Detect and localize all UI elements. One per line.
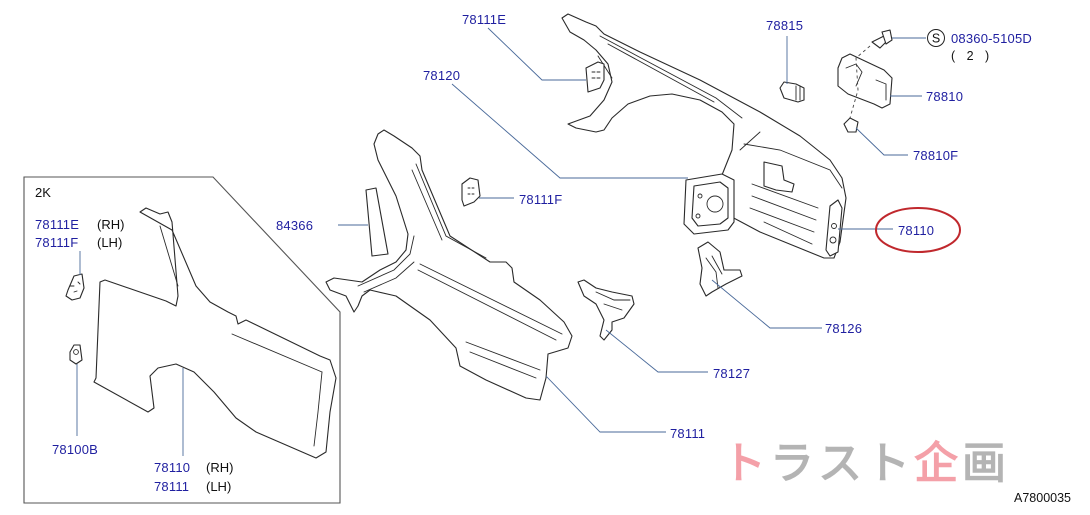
callout-78120[interactable]: 78120 xyxy=(423,68,460,83)
callout-78126[interactable]: 78126 xyxy=(825,321,862,336)
leader-lines xyxy=(338,27,926,433)
fuel-lid-housing-78120 xyxy=(683,173,735,235)
watermark-char: ト xyxy=(866,438,910,489)
inset-part-number[interactable]: 78111E xyxy=(35,217,79,232)
inset-part-number[interactable]: 78111F xyxy=(35,235,78,250)
callout-08360-5105D[interactable]: 08360-5105D xyxy=(951,31,1032,46)
callout-84366[interactable]: 84366 xyxy=(276,218,313,233)
strip-84366 xyxy=(365,187,389,257)
callout-78810F[interactable]: 78810F xyxy=(913,148,958,163)
watermark-logo: ト ラ ス ト 企 画 xyxy=(722,438,1006,489)
callout-78127[interactable]: 78127 xyxy=(713,366,750,381)
watermark-char: 企 xyxy=(914,438,959,489)
inset-quarter-panel xyxy=(93,207,337,459)
callout-78810[interactable]: 78810 xyxy=(926,89,963,104)
inner-panel-78111 xyxy=(325,129,573,401)
callout-78815[interactable]: 78815 xyxy=(766,18,803,33)
clip-78111E xyxy=(585,61,605,93)
clip-78111F xyxy=(461,177,481,207)
watermark-char: ト xyxy=(722,438,766,489)
highlight-circle xyxy=(875,207,961,253)
inset-part-number[interactable]: 78111 xyxy=(154,479,189,494)
bracket-78810 xyxy=(837,53,893,109)
inset-part-number[interactable]: 78110 xyxy=(154,460,190,475)
watermark-char: ス xyxy=(818,438,862,489)
inset-title: 2K xyxy=(35,185,51,200)
standard-part-letter: S xyxy=(932,32,940,46)
inset-side-label: (LH) xyxy=(97,235,122,250)
gusset-78127 xyxy=(577,279,635,341)
callout-78111F[interactable]: 78111F xyxy=(519,192,562,207)
quarter-panel-outer-78110 xyxy=(561,13,847,259)
callout-quantity: ( 2 ) xyxy=(951,49,993,63)
gusset-78126 xyxy=(697,241,743,297)
plug-78810F xyxy=(843,117,859,133)
inset-side-label: (RH) xyxy=(206,460,233,475)
callout-78111E[interactable]: 78111E xyxy=(462,12,506,27)
watermark-char: 画 xyxy=(962,438,1006,489)
drawing-number: A7800035 xyxy=(1014,491,1071,505)
callout-78111[interactable]: 78111 xyxy=(670,426,705,441)
inset-side-label: (LH) xyxy=(206,479,231,494)
bolt-08360 xyxy=(871,29,893,49)
callout-78110[interactable]: 78110 xyxy=(898,223,934,238)
inset-side-label: (RH) xyxy=(97,217,124,232)
inset-part-number[interactable]: 78100B xyxy=(52,442,98,457)
inset-frame xyxy=(23,176,341,504)
inset-clip-part xyxy=(65,273,85,301)
watermark-char: ラ xyxy=(770,438,814,489)
inset-bracket-part xyxy=(69,344,83,365)
clamp-78815 xyxy=(779,81,805,103)
standard-part-symbol xyxy=(927,29,945,47)
